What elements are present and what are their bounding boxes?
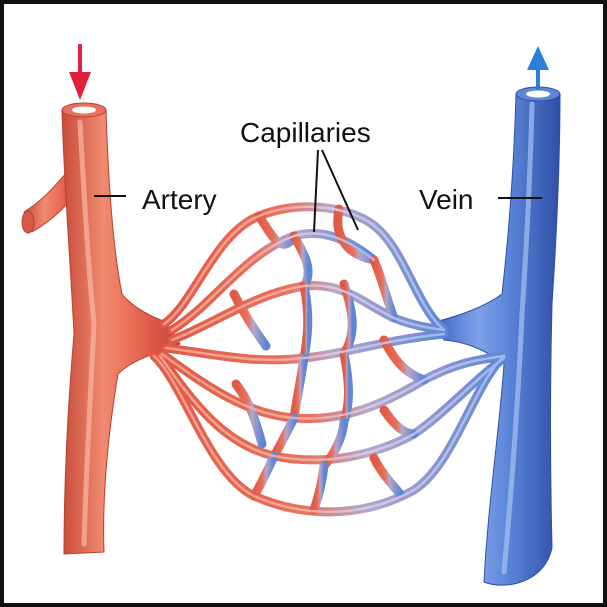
capillaries-leader-line-right [321,149,359,231]
arrow-in-icon [69,44,91,100]
capillary-bed-diagram [21,44,561,586]
capillaries-label: Capillaries [240,117,371,148]
vein-vessel [433,86,561,586]
vein-label: Vein [419,184,474,215]
capillary-network [149,202,509,517]
arrow-out-icon [527,46,549,90]
leader-lines [94,149,542,233]
capillaries-leader-line-left [313,149,319,233]
artery-label: Artery [142,184,217,215]
artery-vessel [21,102,181,555]
